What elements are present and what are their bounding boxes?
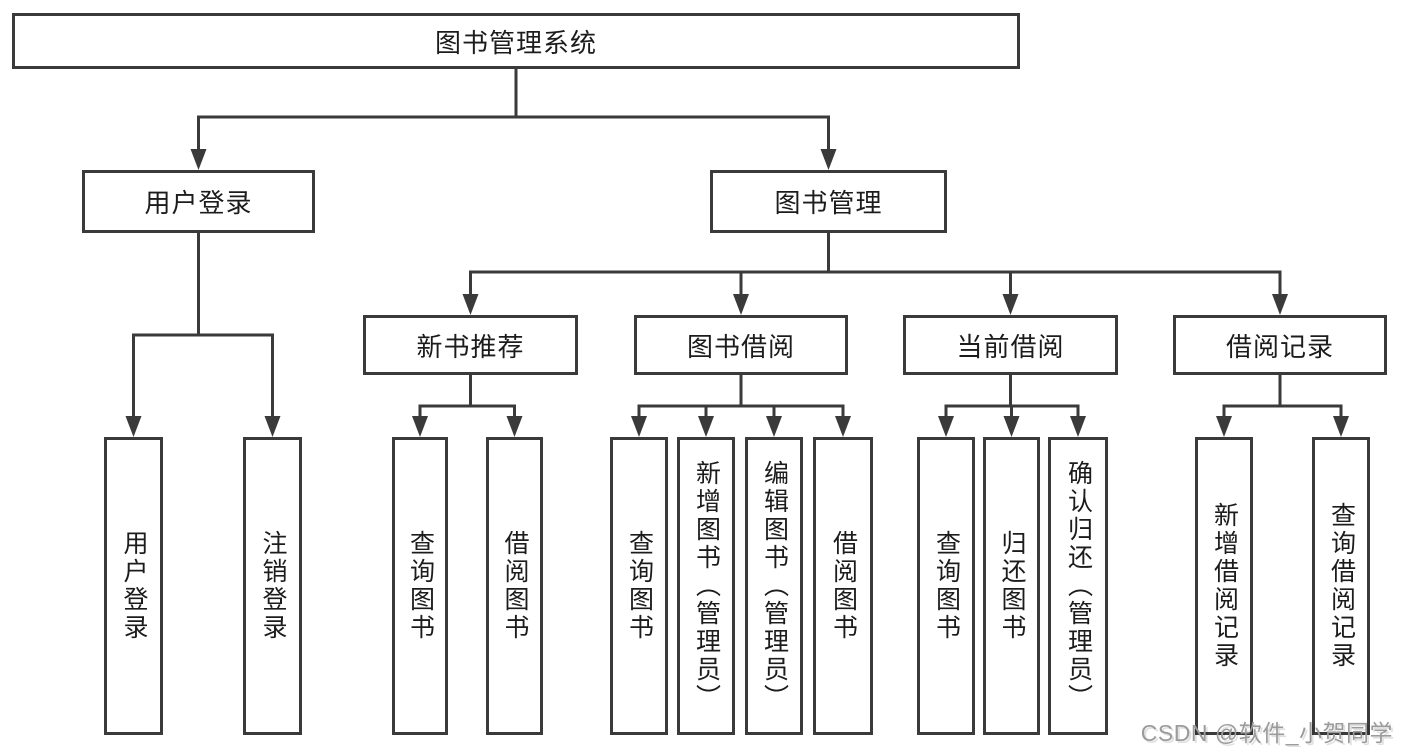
node-borrow-records: 借阅记录 bbox=[1173, 315, 1387, 375]
node-login: 用户登录 bbox=[104, 437, 163, 735]
node-label: 新增图书（管理员） bbox=[692, 460, 721, 712]
arrowhead-icon bbox=[1333, 416, 1349, 437]
arrowhead-icon bbox=[820, 149, 837, 170]
node-label: 借阅图书 bbox=[501, 530, 529, 642]
node-bb-borrow: 借阅图书 bbox=[813, 437, 873, 735]
arrowhead-icon bbox=[264, 416, 281, 437]
arrowhead-icon bbox=[835, 416, 851, 437]
node-logout: 注销登录 bbox=[243, 437, 302, 735]
node-label: 图书管理 bbox=[774, 188, 883, 218]
node-bb-query: 查询图书 bbox=[610, 437, 668, 735]
node-label: 查询图书 bbox=[625, 530, 654, 642]
arrowhead-icon bbox=[412, 416, 428, 437]
node-label: 查询借阅记录 bbox=[1327, 502, 1356, 670]
node-book-borrow: 图书借阅 bbox=[634, 315, 848, 375]
arrowhead-icon bbox=[1272, 294, 1288, 315]
node-label: 查询图书 bbox=[932, 530, 961, 642]
node-label: 新书推荐 bbox=[416, 331, 525, 362]
node-label: 当前借阅 bbox=[956, 331, 1065, 362]
arrowhead-icon bbox=[1002, 294, 1019, 315]
node-rec-borrow: 借阅图书 bbox=[486, 437, 543, 735]
arrowhead-icon bbox=[631, 416, 647, 437]
node-label: 确认归还（管理员） bbox=[1064, 460, 1093, 712]
node-label: 查询图书 bbox=[406, 530, 435, 642]
node-label: 用户登录 bbox=[144, 188, 253, 218]
arrowhead-icon bbox=[1003, 416, 1020, 437]
node-cb-query: 查询图书 bbox=[917, 437, 975, 735]
arrowhead-icon bbox=[766, 416, 782, 437]
node-br-query: 查询借阅记录 bbox=[1312, 437, 1370, 735]
node-cb-return: 归还图书 bbox=[983, 437, 1040, 735]
arrowhead-icon bbox=[733, 294, 749, 315]
node-label: 新增借阅记录 bbox=[1210, 502, 1239, 670]
node-label: 图书借阅 bbox=[686, 331, 795, 362]
node-bb-add: 新增图书（管理员） bbox=[677, 437, 735, 735]
node-label: 借阅记录 bbox=[1225, 331, 1334, 362]
arrowhead-icon bbox=[1070, 416, 1086, 437]
node-rec-query: 查询图书 bbox=[392, 437, 448, 735]
node-label: 编辑图书（管理员） bbox=[760, 460, 789, 712]
node-root: 图书管理系统 bbox=[12, 13, 1020, 69]
node-book-mgmt: 图书管理 bbox=[710, 170, 947, 233]
arrowhead-icon bbox=[938, 416, 954, 437]
node-new-book-rec: 新书推荐 bbox=[363, 315, 578, 375]
node-user-login: 用户登录 bbox=[82, 170, 315, 233]
node-cb-confirm: 确认归还（管理员） bbox=[1048, 437, 1108, 735]
arrowhead-icon bbox=[1216, 416, 1232, 437]
node-label: 借阅图书 bbox=[829, 530, 858, 642]
arrowhead-icon bbox=[190, 149, 207, 170]
node-label: 注销登录 bbox=[259, 530, 287, 642]
node-bb-edit: 编辑图书（管理员） bbox=[745, 437, 803, 735]
arrowhead-icon bbox=[506, 416, 523, 437]
node-br-add: 新增借阅记录 bbox=[1195, 437, 1253, 735]
node-label: 图书管理系统 bbox=[434, 27, 597, 58]
arrowhead-icon bbox=[698, 416, 714, 437]
node-label: 归还图书 bbox=[998, 530, 1026, 642]
node-label: 用户登录 bbox=[120, 530, 148, 642]
arrowhead-icon bbox=[462, 294, 479, 315]
node-current-borrow: 当前借阅 bbox=[903, 315, 1118, 375]
arrowhead-icon bbox=[125, 416, 142, 437]
